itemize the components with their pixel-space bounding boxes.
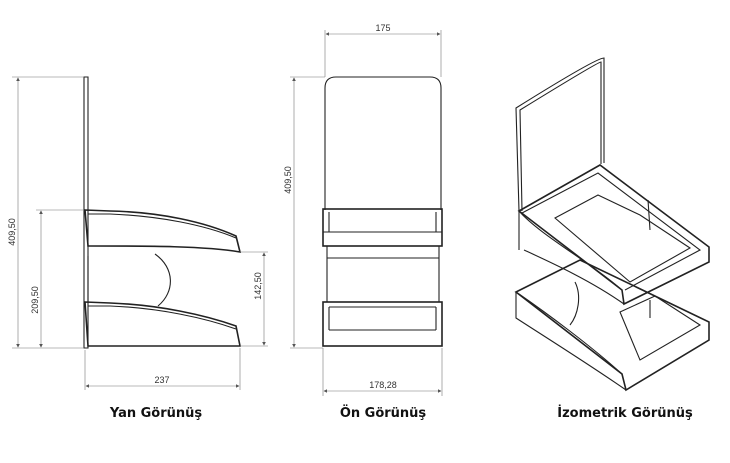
dim-front-bottom-width-label: 178,28	[369, 380, 397, 390]
iso-support-rib	[569, 281, 580, 326]
side-view: 409,50 209,50 142,50 237 Yan Görünüş	[7, 76, 268, 421]
side-back-panel	[83, 76, 89, 349]
front-lower-tray	[322, 301, 443, 347]
dim-side-depth-label: 237	[154, 375, 169, 385]
front-view: 175 409,50 178,28 Ön Görünüş	[283, 23, 443, 421]
side-upper-tray-inner	[88, 213, 237, 239]
iso-view-caption: İzometrik Görünüş	[557, 405, 693, 421]
dim-side-lower-height-label: 209,50	[30, 286, 40, 314]
isometric-view: İzometrik Görünüş	[514, 57, 710, 421]
dim-side-total-height-label: 409,50	[7, 218, 17, 246]
side-rib	[154, 253, 171, 307]
dim-front-total-height-label: 409,50	[283, 166, 293, 194]
dim-side-tray-spacing-label: 142,50	[253, 272, 263, 300]
front-view-caption: Ön Görünüş	[340, 405, 427, 421]
front-back-panel	[324, 76, 442, 210]
side-view-caption: Yan Görünüş	[109, 406, 203, 421]
iso-back-panel	[515, 57, 605, 212]
side-lower-tray-inner	[88, 305, 237, 330]
front-upper-tray	[322, 208, 443, 247]
dim-front-top-width-label: 175	[375, 23, 390, 33]
iso-lower-tray	[514, 259, 710, 392]
side-lower-tray	[84, 301, 241, 347]
